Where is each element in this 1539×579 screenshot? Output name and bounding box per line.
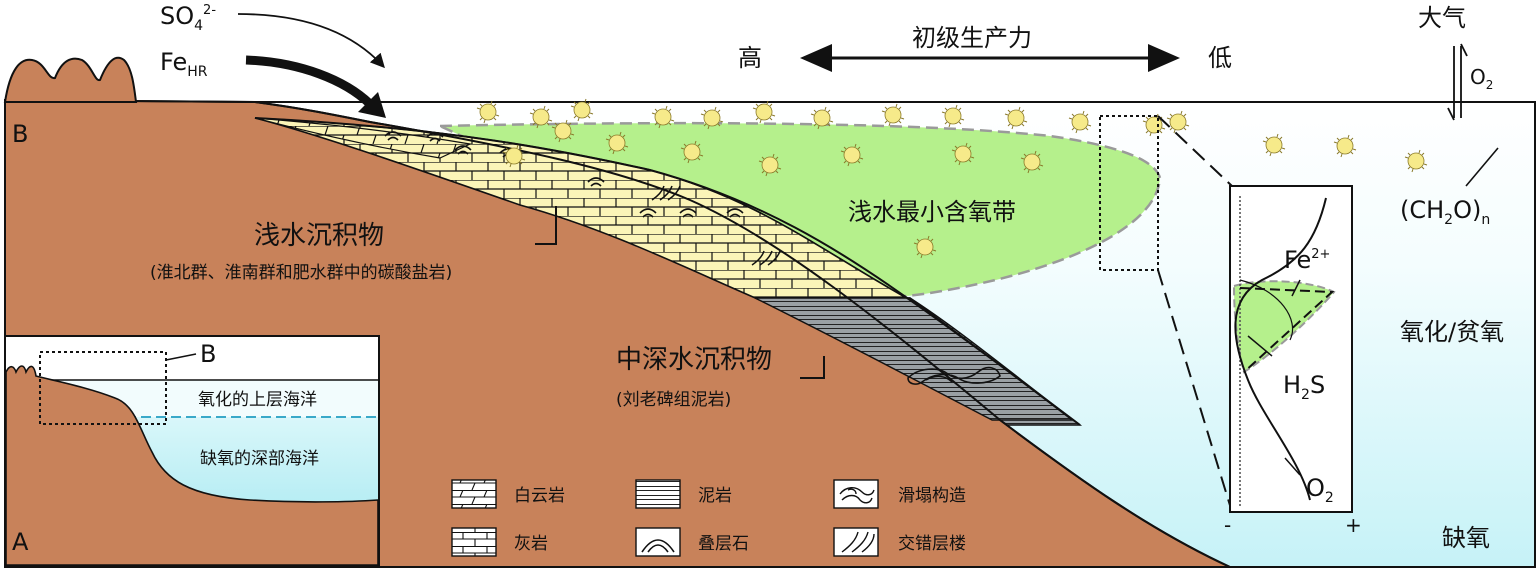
organic-particle: [913, 235, 937, 259]
mountains: [3, 56, 138, 103]
cross-bedding-icon: [841, 531, 875, 553]
dolomite-swatch: [451, 479, 497, 509]
organic-particle: [1262, 133, 1286, 157]
stromatolite-icon: [641, 539, 675, 553]
organic-particle: [1004, 106, 1028, 130]
limestone-swatch: [451, 527, 497, 557]
zoom-box: [1099, 115, 1159, 271]
organic-particle: [605, 131, 629, 155]
zone-anoxic-label: 缺氧: [1442, 524, 1490, 552]
cross-bedding-marks: [651, 185, 781, 266]
panel-a-zoom-box: [39, 351, 167, 425]
slump-icon: [839, 487, 875, 504]
organic-particle: [1404, 149, 1428, 173]
organic-particle: [881, 103, 905, 127]
productivity-high: 高: [738, 44, 762, 72]
slump-mark: [907, 366, 1001, 385]
dolomite-overlay: [254, 117, 472, 159]
legend-item-limestone: 灰岩: [451, 527, 548, 557]
legend-label: 滑塌构造: [898, 486, 966, 506]
panel-a-zoom-label: B: [200, 340, 216, 368]
panel-a: B 氧化的上层海洋 缺氧的深部海洋 A: [4, 335, 380, 567]
productivity-arrowhead-right: [1148, 44, 1180, 72]
organic-particle: [840, 143, 864, 167]
legend-label: 泥岩: [698, 486, 732, 506]
organic-particle: [951, 142, 975, 166]
atmosphere-label: 大气: [1418, 4, 1466, 32]
organic-particle: [1068, 110, 1092, 134]
productivity-low: 低: [1208, 44, 1232, 72]
organic-particle: [941, 104, 965, 128]
middeep-sediment-title: 中深水沉积物: [616, 345, 772, 375]
legend-item-dolomite: 白云岩: [451, 479, 565, 509]
organic-particle: [1333, 134, 1357, 158]
legend-item-stromatolite: 叠层石: [635, 527, 749, 557]
profile-minus: -: [1224, 513, 1231, 537]
legend-item-cross-bedding: 交错层楼: [833, 527, 966, 557]
organic-particle: [700, 106, 724, 130]
profile-fe-label: Fe2+: [1284, 246, 1330, 274]
legend-label: 灰岩: [514, 534, 548, 554]
mudstone-swatch: [635, 479, 681, 509]
shallow-sediment-title: 浅水沉积物: [254, 221, 384, 251]
iron-arrowhead: [358, 92, 386, 118]
shallow-sediment-note: (淮北群、淮南群和肥水群中的碳酸盐岩): [150, 263, 452, 283]
organic-particle: [1142, 113, 1166, 137]
redox-profile-inset: Fe2+ H2S O2 - +: [1224, 185, 1362, 537]
productivity-title: 初级生产力: [912, 24, 1032, 52]
shallow-bracket: [535, 206, 557, 245]
stromatolite-marks: [384, 131, 744, 218]
sulfate-label: SO42-: [160, 2, 216, 34]
panel-a-label: A: [12, 528, 29, 556]
sediment-top-line: [254, 117, 1081, 426]
iron-label: FeHR: [160, 48, 208, 80]
panel-b-label: B: [12, 120, 28, 148]
middeep-bracket: [800, 356, 825, 379]
omz-label: 浅水最小含氧带: [848, 198, 1016, 226]
organic-particle: [476, 100, 500, 124]
organic-particle: [758, 153, 782, 177]
panel-a-upper-label: 氧化的上层海洋: [198, 390, 317, 410]
panel-a-zoom-pointer: [165, 353, 197, 361]
panel-a-deep-label: 缺氧的深部海洋: [200, 449, 319, 469]
middeep-sediment-note: (刘老碑组泥岩): [616, 390, 731, 410]
profile-o2-label: O2: [1306, 474, 1334, 506]
atmosphere-o2: O2: [1470, 65, 1493, 92]
organic-particle: [1020, 150, 1044, 174]
panel-a-land: [5, 365, 379, 566]
zoom-lines: [1157, 115, 1233, 513]
profile-plus: +: [1345, 513, 1362, 537]
o2-arrow-down-head: [1447, 107, 1455, 121]
seafloor-line: [4, 99, 1231, 568]
organic-pointer: [1465, 147, 1499, 187]
productivity-arrowhead-left: [800, 44, 832, 72]
iron-arrow: [245, 55, 374, 108]
organic-label: (CH2O)n: [1400, 196, 1490, 228]
organic-particle: [570, 98, 594, 122]
organic-particle: [810, 106, 834, 130]
legend-label: 叠层石: [698, 534, 749, 554]
legend-label: 白云岩: [514, 486, 565, 506]
organic-particle: [551, 119, 575, 143]
organic-particle: [752, 100, 776, 124]
organic-particle: [502, 144, 526, 168]
legend-label: 交错层楼: [898, 534, 966, 554]
organic-particle: [1166, 110, 1190, 134]
o2-arrow-up-head: [1460, 43, 1468, 57]
organic-particle: [680, 140, 704, 164]
legend-item-mudstone: 泥岩: [635, 479, 732, 509]
legend-item-slump: 滑塌构造: [833, 479, 966, 509]
cross-bedding-swatch: [833, 527, 879, 557]
sulfate-arrow: [237, 13, 385, 69]
organic-particle: [651, 105, 675, 129]
organic-particle: [529, 105, 553, 129]
profile-h2s-label: H2S: [1283, 371, 1325, 403]
zone-oxic-label: 氧化/贫氧: [1400, 318, 1504, 346]
legend: 白云岩 灰岩 泥岩 叠层石 滑塌构造 交错层楼: [451, 479, 966, 557]
